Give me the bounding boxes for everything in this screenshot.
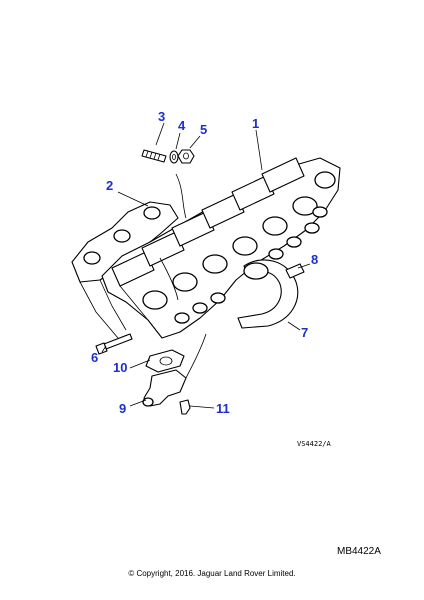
gasket — [145, 349, 185, 373]
inlet-manifold — [101, 157, 341, 339]
bleed-screw — [179, 399, 191, 415]
callout-8: 8 — [311, 252, 318, 267]
stud — [141, 149, 167, 163]
drawing-reference: VS4422/A — [297, 440, 332, 448]
callout-3: 3 — [158, 109, 165, 124]
callout-7: 7 — [301, 325, 308, 340]
callouts: 1 2 3 4 5 6 7 8 9 10 11 — [91, 109, 318, 416]
temperature-sensor — [285, 263, 305, 279]
callout-5: 5 — [200, 122, 207, 137]
elbow-pipe — [237, 259, 299, 329]
callout-4: 4 — [178, 118, 186, 133]
bolt — [95, 333, 133, 355]
callout-9: 9 — [119, 401, 126, 416]
callout-10: 10 — [113, 360, 127, 375]
diagram-code: MB4422A — [337, 546, 381, 557]
leader-lines — [101, 122, 311, 409]
water-outlet — [142, 369, 187, 407]
copyright-notice: © Copyright, 2016. Jaguar Land Rover Lim… — [128, 569, 296, 578]
exhaust-manifold — [71, 201, 179, 339]
callout-2: 2 — [106, 178, 113, 193]
callout-1: 1 — [252, 116, 259, 131]
callout-6: 6 — [91, 350, 98, 365]
washer — [169, 150, 179, 164]
nut — [177, 149, 195, 164]
callout-11: 11 — [216, 401, 230, 416]
